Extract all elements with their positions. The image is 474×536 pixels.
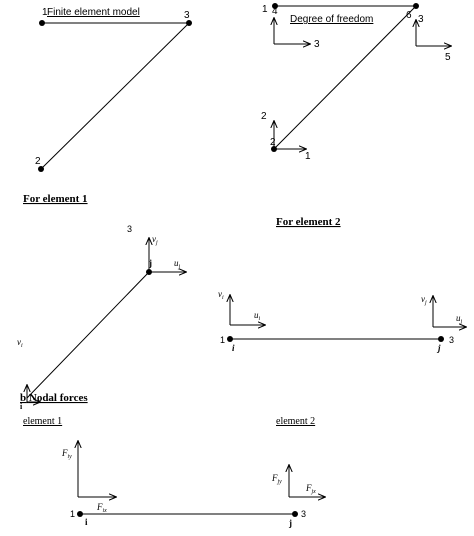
element-1-heading: For element 1 [23,193,88,205]
uj-label: uj [174,258,181,270]
dof-node-3 [413,3,419,9]
fix-label: Fix [96,502,107,514]
node-2 [38,166,44,172]
dof-label-6: 6 [406,10,412,21]
element-2-node-3-label: 3 [449,335,454,345]
element-2-node-j [438,336,444,342]
element-1-bar [26,271,150,399]
element-1-i-label: i [20,402,23,411]
vi-label-e1: vi [17,337,23,349]
dof-label-2a: 2 [261,111,267,122]
element-2-heading: For element 2 [276,216,341,228]
element-2-j-label: j [436,343,441,353]
dof-label-4: 4 [272,6,278,17]
dof-label-2b: 2 [270,137,276,148]
node-1-label: 1 [42,7,48,18]
node-3-label: 3 [184,10,190,21]
node-1 [39,20,45,26]
fjy-label: Fjy [271,473,282,485]
element-1-caption: element 1 [23,416,62,427]
node-2-label: 2 [35,156,41,167]
ui-label-e2: ui [254,310,261,322]
dof-title: Degree of freedom [290,14,373,25]
nodal-forces-panel: b Nodal forces element 1 element 2 Fiy F… [20,392,325,528]
force-j-label: j [288,518,292,528]
dof-label-5: 5 [445,52,451,63]
element-1-node-3-label: 3 [127,224,132,234]
force-node-3-label: 3 [301,509,306,519]
element-2-i-label: i [232,343,235,353]
element-1-panel: For element 1 3 vj j uj vi i [17,193,186,411]
dof-label-3b: 3 [418,14,424,25]
node-3 [186,20,192,26]
fiy-label: Fiy [61,448,72,460]
element-1-j-label: j [148,258,152,268]
force-node-1-label: 1 [70,509,75,519]
dof-label-3a: 3 [314,39,320,50]
fjx-label: Fjx [305,483,316,495]
element-2-node-i [227,336,233,342]
vi-label-e2: vi [218,289,224,301]
nodal-forces-heading: b Nodal forces [20,392,88,404]
dof-node-1 [272,3,278,9]
dof-element-2-line [273,5,417,150]
fe-model-panel: 1 Finite element model 3 2 [35,7,192,172]
force-node-i [77,511,83,517]
uj-label-e2: uj [456,313,463,325]
element-2-node-1-label: 1 [220,335,225,345]
dof-label-1: 1 [262,4,268,15]
vj-label-e2: vj [421,294,427,306]
element-2-line [40,22,190,170]
fe-model-title: Finite element model [47,7,140,18]
dof-panel: 1 4 Degree of freedom 3 6 3 5 2 2 1 [261,3,451,162]
dof-label-1b: 1 [305,151,311,162]
element-2-panel: For element 2 vi ui vj uj 1 i j 3 [218,216,466,353]
force-node-j [292,511,298,517]
force-i-label: i [85,517,88,527]
element-2-caption: element 2 [276,416,315,427]
vj-label: vj [152,234,158,246]
